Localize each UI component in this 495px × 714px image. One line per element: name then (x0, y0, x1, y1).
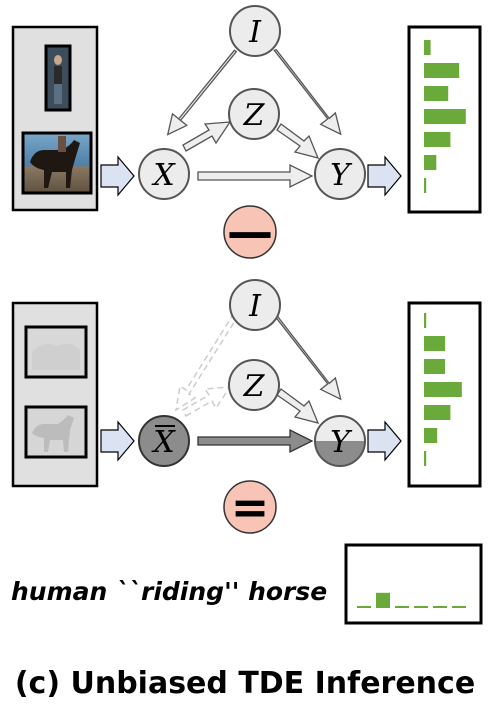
bottom-node-x-bar: X (138, 415, 190, 467)
top-input-arrow (100, 155, 135, 197)
top-histogram-bar-5 (424, 132, 451, 147)
top-input-panel (11, 25, 99, 212)
edge-i-to-y (273, 48, 342, 136)
result-histogram (344, 543, 483, 625)
top-histogram-bars (424, 40, 466, 193)
edge-x-to-z-faded (182, 386, 232, 418)
svg-text:I: I (248, 289, 262, 324)
result-histogram-bar-3 (395, 606, 409, 608)
svg-text:Y: Y (330, 158, 353, 193)
result-histogram-bar-2 (376, 592, 390, 608)
edge-z-to-y (276, 388, 320, 424)
edge-i-to-y (273, 313, 342, 401)
bottom-output-arrow (367, 420, 402, 462)
edge-x-to-z (182, 121, 232, 152)
result-histogram-bars (357, 592, 466, 608)
result-histogram-bar-6 (452, 606, 466, 608)
masked-image-bottom (24, 405, 88, 459)
bottom-node-y: Y (314, 415, 366, 467)
bottom-node-i: I (229, 279, 281, 331)
top-histogram-bar-2 (424, 63, 460, 78)
person-crop-image (44, 44, 72, 112)
top-output-histogram (407, 25, 482, 214)
result-histogram-bar-4 (414, 606, 428, 608)
bottom-histogram-bar-7 (424, 451, 427, 466)
edge-i-to-x (166, 49, 238, 136)
bottom-histogram-bar-5 (424, 405, 451, 420)
top-graph-edges (166, 48, 342, 189)
edge-x-to-y-dark (197, 428, 314, 454)
top-node-x: X (138, 148, 190, 200)
bottom-histogram-bar-1 (424, 313, 427, 328)
bottom-histogram-bar-3 (424, 359, 446, 374)
svg-text:X: X (151, 425, 176, 460)
svg-text:=: = (231, 480, 270, 534)
svg-text:Y: Y (330, 425, 353, 460)
bottom-input-panel (11, 301, 99, 488)
top-node-z: Z (228, 88, 280, 140)
edge-z-to-y (276, 123, 320, 159)
svg-text:I: I (248, 15, 262, 50)
top-node-y: Y (314, 148, 366, 200)
svg-text:Z: Z (243, 369, 266, 404)
svg-text:X: X (151, 158, 176, 193)
bottom-input-arrow (100, 420, 135, 462)
top-histogram-bar-1 (424, 40, 431, 55)
bottom-histogram-bar-2 (424, 336, 446, 351)
result-histogram-bar-5 (433, 606, 447, 608)
minus-operator: — (223, 205, 277, 259)
top-output-arrow (367, 155, 402, 197)
top-histogram-bar-7 (424, 178, 427, 193)
horse-photo-image (21, 131, 93, 195)
edge-i-to-x-faded (174, 311, 240, 412)
top-node-i: I (229, 5, 281, 57)
bottom-node-z: Z (228, 359, 280, 411)
masked-image-top (24, 325, 88, 379)
bottom-graph-edges (174, 311, 342, 454)
svg-text:—: — (227, 205, 273, 259)
result-histogram-bar-1 (357, 606, 371, 608)
figure-caption: (c) Unbiased TDE Inference (15, 666, 475, 701)
svg-text:Z: Z (243, 98, 266, 133)
edge-x-to-y (197, 163, 314, 189)
equals-operator: = (223, 480, 277, 534)
top-histogram-bar-4 (424, 109, 466, 124)
result-phrase: human ``riding'' horse (11, 577, 327, 606)
bottom-output-histogram (407, 301, 482, 488)
top-histogram-bar-6 (424, 155, 437, 170)
bottom-histogram-bar-6 (424, 428, 438, 443)
bottom-histogram-bars (424, 313, 462, 466)
top-histogram-bar-3 (424, 86, 449, 101)
bottom-histogram-bar-4 (424, 382, 462, 397)
